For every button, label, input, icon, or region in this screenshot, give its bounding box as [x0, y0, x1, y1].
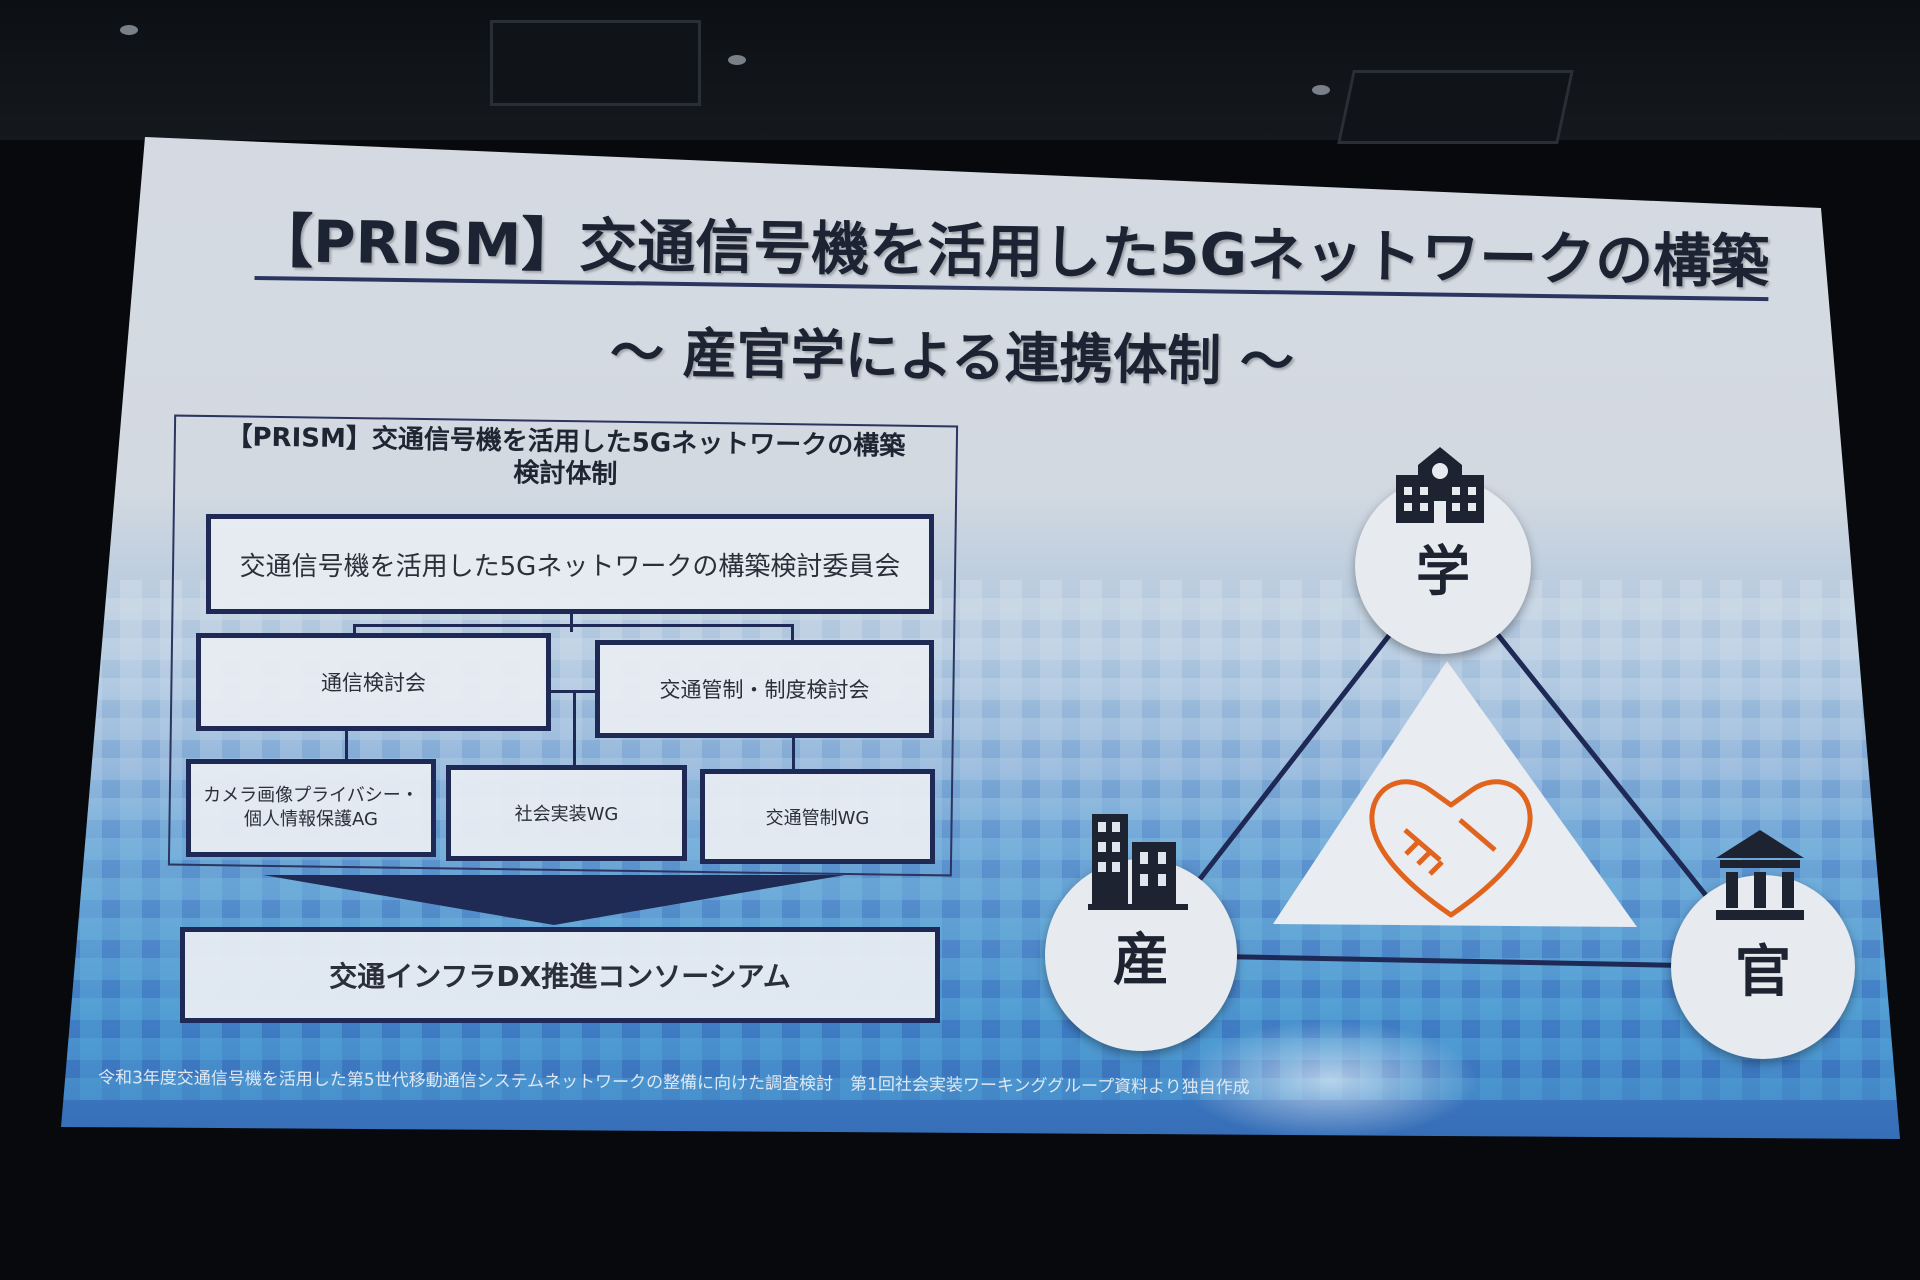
- committee-box: 交通信号機を活用した5Gネットワークの構築検討委員会: [206, 514, 934, 614]
- subcommittee-box: 通信検討会: [196, 633, 551, 731]
- government-label: 官: [1735, 939, 1791, 1005]
- academia-label: 学: [1416, 539, 1470, 603]
- down-arrow-shape: [263, 875, 845, 925]
- office-building-icon: [1088, 814, 1188, 910]
- working-group-label: 交通管制WG: [765, 807, 870, 829]
- working-group-label: カメラ画像プライバシー・ 個人情報保護AG: [203, 785, 419, 830]
- working-group-box: 交通管制WG: [700, 769, 935, 864]
- working-group-box: カメラ画像プライバシー・ 個人情報保護AG: [186, 759, 436, 857]
- subcommittee-box: 交通管制・制度検討会: [595, 640, 934, 738]
- connector: [353, 624, 356, 636]
- connector: [573, 690, 576, 766]
- working-group-box: 社会実装WG: [446, 765, 687, 861]
- background-glow: [1180, 1020, 1480, 1139]
- triad-outline: [1135, 561, 1769, 970]
- ceiling: [0, 0, 1920, 144]
- ceiling-vent: [490, 20, 701, 106]
- ceiling-light: [120, 25, 138, 35]
- handshake-heart-icon: [1369, 779, 1533, 918]
- subcommittee-label: 交通管制・制度検討会: [659, 678, 870, 702]
- inner-triangle: [1273, 661, 1637, 927]
- consortium-label: 交通インフラDX推進コンソーシアム: [329, 960, 791, 993]
- industry-label: 産: [1113, 927, 1169, 993]
- connector: [792, 738, 795, 770]
- connector: [791, 624, 794, 642]
- consortium-box: 交通インフラDX推進コンソーシアム: [180, 927, 940, 1023]
- school-icon: [1396, 447, 1484, 523]
- connector: [570, 614, 573, 632]
- ceiling-light: [728, 55, 746, 65]
- committee-label: 交通信号機を活用した5Gネットワークの構築検討委員会: [239, 551, 901, 582]
- government-building-icon: [1716, 830, 1804, 920]
- ceiling-light: [1312, 85, 1330, 95]
- ceiling-vent: [1337, 70, 1574, 144]
- connector: [353, 624, 794, 627]
- subcommittee-label: 通信検討会: [321, 671, 426, 695]
- working-group-label: 社会実装WG: [514, 804, 619, 825]
- connector: [345, 731, 348, 761]
